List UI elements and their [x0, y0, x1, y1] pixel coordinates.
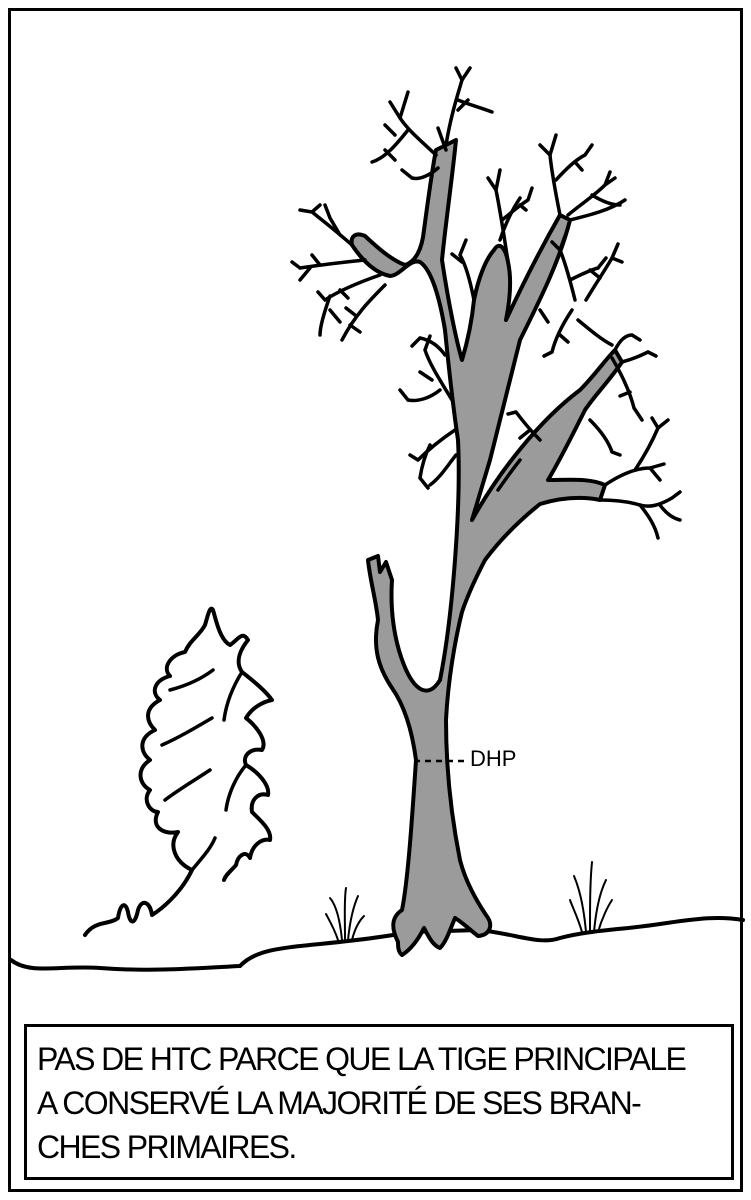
caption-line-3: CHES PRIMAIRES.: [37, 1125, 721, 1169]
caption-line-1: PAS DE HTC PARCE QUE LA TIGE PRINCIPALE: [37, 1037, 721, 1081]
grass-tuft-left: [326, 888, 364, 940]
grass-tuft-right: [570, 862, 612, 932]
caption-line-2: A CONSERVÉ LA MAJORITÉ DE SES BRAN-: [37, 1081, 721, 1125]
caption-box: PAS DE HTC PARCE QUE LA TIGE PRINCIPALE …: [24, 1024, 734, 1180]
ground-line: [11, 918, 743, 970]
conifer-outline: [85, 609, 272, 935]
tree-trunk: [352, 140, 622, 955]
dhp-label: DHP: [470, 746, 516, 772]
